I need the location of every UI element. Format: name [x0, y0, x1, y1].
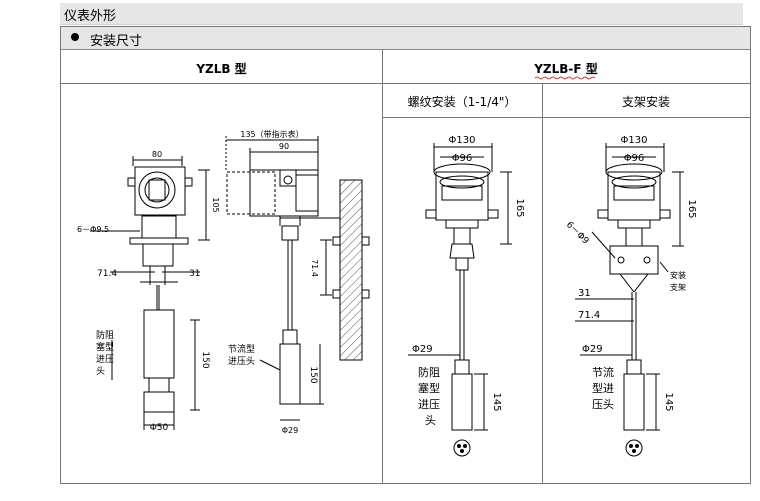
- page-title: 仪表外形: [64, 9, 117, 24]
- bracket-mount-heading: 支架安装: [621, 95, 670, 109]
- bracket-dim-31: 31: [578, 288, 591, 299]
- bracket-dim-29: Φ29: [582, 344, 603, 355]
- mounting-bracket: [609, 245, 659, 275]
- thread-probe-label-1: 防阻: [418, 365, 440, 379]
- thread-probe: [451, 373, 473, 431]
- bracket-dim-130: Φ130: [621, 135, 648, 146]
- yzlb-front-dim-height: 105: [211, 197, 220, 212]
- yzlb-model-heading: YZLB 型: [196, 62, 247, 76]
- page-title-bar: 仪表外形: [60, 3, 743, 25]
- yzlb-front-dim-width: 80: [152, 150, 162, 159]
- bracket-dim-165: 165: [686, 199, 697, 218]
- bracket-label-1: 安装: [670, 270, 686, 280]
- thread-dim-130: Φ130: [449, 135, 476, 146]
- thread-dim-96: Φ96: [452, 153, 473, 164]
- side-housing: [249, 169, 319, 217]
- bracket-probe-label-2: 型进: [592, 381, 614, 395]
- bracket-mount-view: [575, 143, 684, 457]
- subcolumn-divider: [542, 83, 543, 483]
- yzlb-side-dim-135: 135（带指示表）: [240, 129, 303, 139]
- bracket-holes: 6－Φ9: [564, 220, 591, 247]
- bracket-dim-145: 145: [663, 392, 674, 411]
- bracket-label-2: 支架: [670, 282, 686, 292]
- yzlb-side-probe-label-2: 进压头: [228, 356, 255, 367]
- yzlb-front-probe-label-2: 塞型: [96, 341, 114, 353]
- yzlb-side-view: [225, 136, 370, 421]
- yzlb-front-dim-150: 150: [200, 351, 210, 368]
- yzlb-side-dim-714: 71.4: [310, 259, 319, 277]
- bracket-probe-label-1: 节流: [592, 365, 614, 379]
- thread-probe-label-4: 头: [425, 414, 436, 427]
- yzlb-side-dim-90: 90: [279, 142, 289, 151]
- spellcheck-underline: [535, 76, 595, 80]
- yzlb-side-dim-diameter: Φ29: [282, 426, 298, 435]
- indicator-outline: [226, 171, 276, 215]
- thread-dim-29: Φ29: [412, 344, 433, 355]
- bracket-probe: [623, 373, 645, 431]
- thread-dim-165: 165: [514, 198, 525, 217]
- section-title: 安装尺寸: [90, 34, 143, 49]
- thread-dim-145: 145: [491, 392, 502, 411]
- subheader-row-divider: [382, 117, 750, 118]
- yzlb-front-view: [90, 156, 210, 430]
- bracket-dim-714: 71.4: [578, 310, 600, 321]
- thread-mount-heading: 螺纹安装（1-1/4"）: [407, 95, 517, 109]
- yzlb-front-dim-31: 31: [189, 269, 200, 279]
- installation-dimensions-panel: 安装尺寸 YZLB 型 YZLB-F 型 螺纹安装（1-1/4"） 支架安装: [60, 26, 751, 484]
- throttle-probe: [279, 343, 301, 405]
- anti-clog-probe: [143, 309, 175, 379]
- thread-housing: [435, 171, 489, 221]
- thread-probe-label-2: 塞型: [418, 381, 440, 395]
- section-header: 安装尺寸: [61, 27, 750, 50]
- thread-probe-label-3: 进压: [418, 398, 440, 411]
- bracket-dim-96: Φ96: [624, 153, 645, 164]
- bracket-housing: [607, 171, 661, 221]
- yzlb-side-dim-150: 150: [308, 366, 318, 383]
- yzlb-front-probe-label-4: 头: [96, 366, 105, 377]
- yzlb-front-dim-714: 71.4: [97, 269, 117, 279]
- bullet-icon: [71, 33, 79, 41]
- yzlb-front-probe-label-1: 防阻: [96, 329, 114, 341]
- display-dial: [138, 171, 176, 209]
- yzlb-front-holes: 6－Φ9.5: [77, 225, 109, 234]
- header-row-divider: [61, 83, 750, 84]
- mounting-wall: [339, 179, 363, 361]
- bracket-probe-label-3: 压头: [592, 398, 614, 411]
- yzlbf-model-heading: YZLB-F 型: [534, 62, 598, 76]
- yzlb-front-probe-label-3: 进压: [96, 354, 114, 365]
- column-divider: [382, 49, 383, 483]
- yzlb-front-dim-diameter: Φ50: [150, 423, 169, 433]
- yzlb-side-probe-label-1: 节流型: [228, 343, 255, 355]
- thread-mount-view: [408, 143, 512, 457]
